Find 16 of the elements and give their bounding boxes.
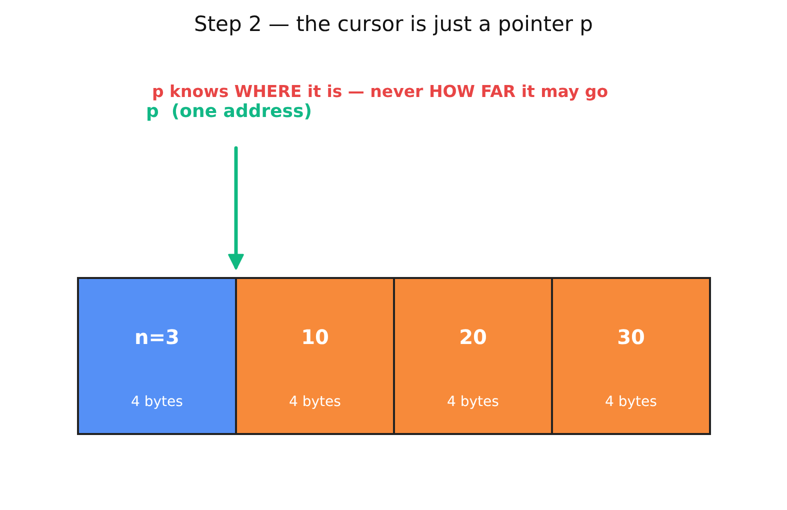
cell-value: n=3 [134,325,180,349]
warning-note: p knows WHERE it is — never HOW FAR it may go [152,82,608,102]
diagram-title: Step 2 — the cursor is just a pointer p [194,11,594,38]
cell-value: 20 [459,325,487,349]
memory-cell [393,277,553,435]
memory-cell [235,277,395,435]
pointer-label: p (one address) [146,101,312,123]
memory-cell [551,277,711,435]
cell-size: 4 bytes [131,393,183,411]
cell-size: 4 bytes [605,393,657,411]
pointer-arrow [228,146,244,270]
cell-size: 4 bytes [289,393,341,411]
cell-value: 30 [617,325,645,349]
cell-value: 10 [301,325,329,349]
cell-size: 4 bytes [447,393,499,411]
memory-cell [77,277,237,435]
